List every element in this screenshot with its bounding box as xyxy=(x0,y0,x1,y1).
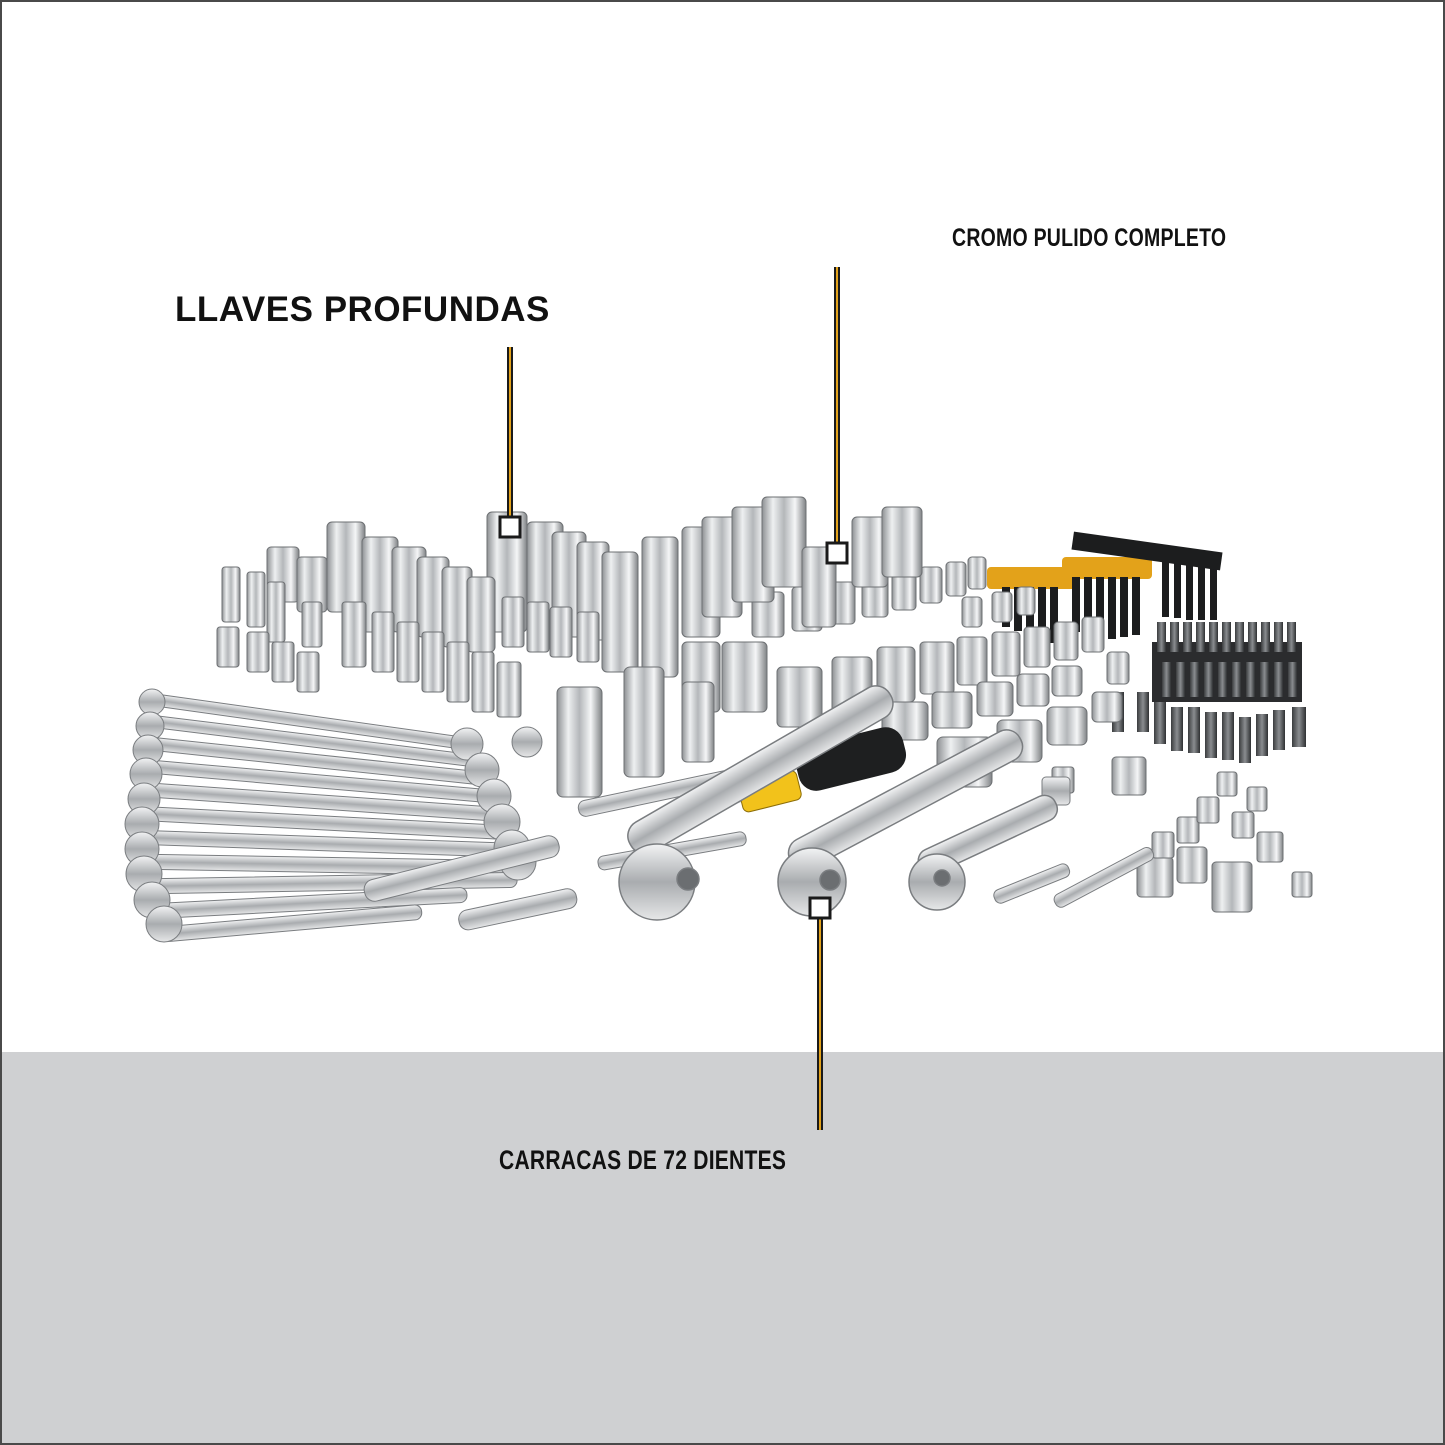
driver-bit-rack xyxy=(1112,622,1306,763)
chrome-marker xyxy=(825,541,849,565)
socket-rails-left xyxy=(216,566,600,718)
callout-deep-sockets: LLAVES PROFUNDAS xyxy=(175,290,550,329)
callout-polished-chrome: CROMO PULIDO COMPLETO xyxy=(952,224,1227,252)
hex-key-set xyxy=(987,531,1223,643)
combination-wrench-set xyxy=(124,688,543,943)
loose-deep-sockets xyxy=(556,666,715,798)
deep-socket-marker xyxy=(498,515,522,539)
callout-markers xyxy=(498,515,849,920)
floor-band xyxy=(2,1052,1443,1443)
socket-rails-right xyxy=(1051,756,1313,913)
callout-ratchets: CARRACAS DE 72 DIENTES xyxy=(499,1145,787,1175)
ratchet-set xyxy=(618,685,1059,921)
deep-socket-rows xyxy=(266,496,923,678)
ratchet-marker xyxy=(808,896,832,920)
callout-lines xyxy=(507,267,840,1130)
